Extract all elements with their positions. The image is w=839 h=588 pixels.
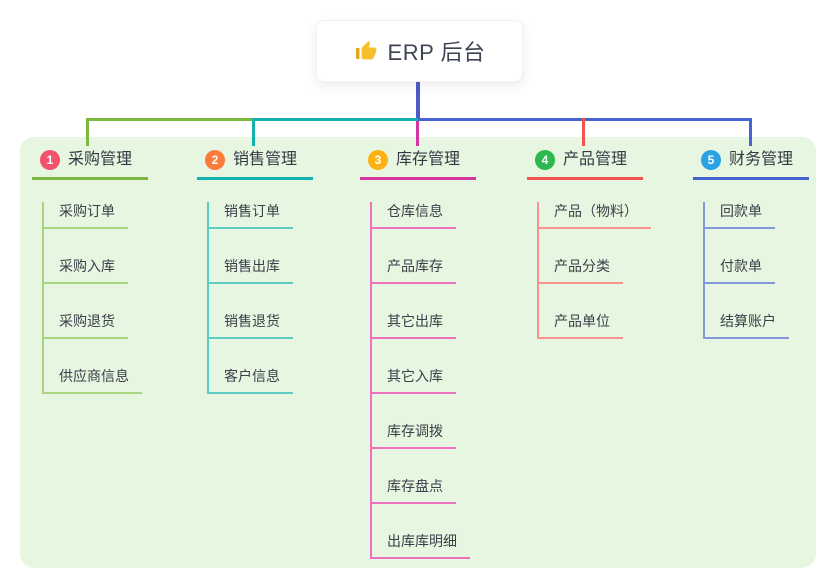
branch-number-badge: 4 <box>535 150 555 170</box>
connector-drop-branch-1 <box>86 118 89 146</box>
branch-number-badge: 3 <box>368 150 388 170</box>
child-node[interactable]: 其它入库 <box>372 367 456 394</box>
child-node[interactable]: 其它出库 <box>372 312 456 339</box>
branch-3: 3 库存管理仓库信息产品库存其它出库其它入库库存调拨库存盘点出库库明细 <box>360 145 476 559</box>
branch-label: 财务管理 <box>729 151 794 168</box>
child-node[interactable]: 销售订单 <box>209 202 293 229</box>
connector-horizontal-blue <box>418 118 752 121</box>
child-node[interactable]: 仓库信息 <box>372 202 456 229</box>
branch-children: 回款单付款单结算账户 <box>703 202 789 339</box>
branch-node-3[interactable]: 3 库存管理 <box>360 145 476 180</box>
child-node[interactable]: 销售退货 <box>209 312 293 339</box>
child-node[interactable]: 客户信息 <box>209 367 293 394</box>
branch-node-2[interactable]: 2 销售管理 <box>197 145 313 180</box>
child-node[interactable]: 供应商信息 <box>44 367 142 394</box>
connector-drop-branch-4 <box>582 118 585 146</box>
child-node[interactable]: 采购入库 <box>44 257 128 284</box>
connector-drop-branch-3 <box>416 121 419 146</box>
branch-label: 销售管理 <box>233 151 298 168</box>
branch-children: 仓库信息产品库存其它出库其它入库库存调拨库存盘点出库库明细 <box>370 202 470 559</box>
child-node[interactable]: 付款单 <box>705 257 775 284</box>
branch-children: 销售订单销售出库销售退货客户信息 <box>207 202 293 394</box>
child-node[interactable]: 采购退货 <box>44 312 128 339</box>
root-title: ERP 后台 <box>387 40 486 65</box>
child-node[interactable]: 库存盘点 <box>372 477 456 504</box>
child-node[interactable]: 产品单位 <box>539 312 623 339</box>
branch-children: 采购订单采购入库采购退货供应商信息 <box>42 202 142 394</box>
child-node[interactable]: 库存调拨 <box>372 422 456 449</box>
branch-number-badge: 5 <box>701 150 721 170</box>
branch-node-4[interactable]: 4 产品管理 <box>527 145 643 180</box>
branch-2: 2 销售管理销售订单销售出库销售退货客户信息 <box>197 145 313 394</box>
branch-children: 产品（物料） 产品分类产品单位 <box>537 202 651 339</box>
connector-root-drop <box>416 82 420 120</box>
child-node[interactable]: 结算账户 <box>705 312 789 339</box>
branch-number-badge: 1 <box>40 150 60 170</box>
connector-horizontal-teal <box>252 118 418 121</box>
branch-1: 1 采购管理采购订单采购入库采购退货供应商信息 <box>32 145 148 394</box>
thumbs-up-icon <box>354 39 378 63</box>
branches-panel <box>20 137 816 568</box>
child-node[interactable]: 销售出库 <box>209 257 293 284</box>
child-node[interactable]: 回款单 <box>705 202 775 229</box>
child-node[interactable]: 产品（物料） <box>539 202 651 229</box>
connector-horizontal-green <box>86 118 254 121</box>
child-node[interactable]: 出库库明细 <box>372 532 470 559</box>
branch-label: 库存管理 <box>396 151 461 168</box>
connector-drop-branch-5 <box>749 118 752 146</box>
child-node[interactable]: 产品库存 <box>372 257 456 284</box>
branch-label: 采购管理 <box>68 151 133 168</box>
branch-node-1[interactable]: 1 采购管理 <box>32 145 148 180</box>
root-node[interactable]: ERP 后台 <box>316 20 523 82</box>
branch-number-badge: 2 <box>205 150 225 170</box>
connector-drop-branch-2 <box>252 118 255 146</box>
child-node[interactable]: 产品分类 <box>539 257 623 284</box>
branch-4: 4 产品管理产品（物料） 产品分类产品单位 <box>527 145 651 339</box>
branch-node-5[interactable]: 5 财务管理 <box>693 145 809 180</box>
child-node[interactable]: 采购订单 <box>44 202 128 229</box>
branch-label: 产品管理 <box>563 151 628 168</box>
branch-5: 5 财务管理回款单付款单结算账户 <box>693 145 809 339</box>
